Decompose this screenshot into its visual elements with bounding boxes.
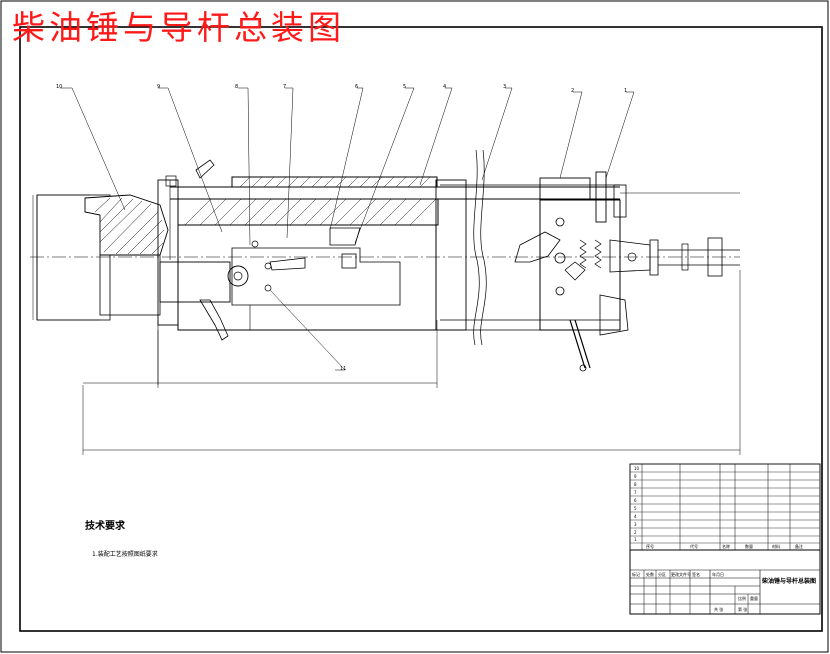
leader-lines (60, 87, 635, 371)
parts-list-header: 序号 代号 名称 数量 材料 备注 (646, 543, 803, 549)
callout-6: 6 (355, 84, 358, 90)
footer-sheet-no: 第 张 (738, 606, 747, 612)
parts-row-6: 6 (634, 498, 637, 503)
footer-scale: 比例 (738, 595, 746, 601)
dimension-lines (32, 195, 741, 455)
parts-row-8: 8 (634, 482, 637, 487)
parts-row-9: 9 (634, 474, 637, 479)
parts-list-row-numbers: 10 9 8 7 6 5 4 3 2 1 (634, 466, 640, 542)
parts-row-4: 4 (634, 514, 637, 519)
sign-count: 处数 (646, 571, 654, 577)
ram-body (36, 179, 179, 385)
callout-8: 8 (235, 84, 238, 90)
parts-row-3: 3 (634, 522, 637, 527)
header-qty: 数量 (745, 543, 753, 549)
break-lines (440, 149, 620, 346)
title-block-sign-row: 标记 处数 分区 更改文件号 签名 年月日 (632, 571, 724, 577)
callout-3: 3 (503, 84, 506, 90)
parts-row-5: 5 (634, 506, 637, 511)
header-remark: 备注 (795, 543, 803, 549)
header-seq: 序号 (646, 543, 654, 549)
parts-row-7: 7 (634, 490, 637, 495)
sign-doc: 更改文件号 (671, 571, 691, 577)
header-name: 名称 (722, 543, 730, 549)
parts-row-1: 1 (634, 537, 637, 542)
title-block-footer: 共 张 第 张 比例 重量 (714, 595, 758, 612)
callout-11: 11 (340, 366, 346, 372)
sign-zone: 分区 (658, 571, 666, 577)
title-block-drawing-name: 柴油锤与导杆总装图 (761, 577, 816, 585)
header-code: 代号 (690, 543, 698, 549)
technical-requirements-note: 1.装配工艺按照图纸要求 (92, 551, 158, 558)
title-block (629, 463, 821, 615)
trip-head (514, 171, 740, 372)
cylinder-assembly (159, 159, 740, 341)
callout-5: 5 (403, 84, 406, 90)
footer-total-sheets: 共 张 (714, 606, 723, 612)
parts-row-10: 10 (634, 466, 640, 471)
footer-weight: 重量 (750, 595, 758, 601)
callout-numbers: 10 9 8 7 6 5 4 3 2 1 11 (56, 84, 627, 372)
sign-signature: 签名 (692, 571, 700, 577)
sign-date: 年月日 (712, 571, 724, 577)
sign-mark: 标记 (632, 571, 640, 577)
callout-7: 7 (283, 84, 286, 90)
sheet-border-inner (19, 26, 823, 632)
callout-1: 1 (624, 88, 627, 94)
drawing-title: 柴油锤与导杆总装图 (12, 8, 345, 47)
callout-4: 4 (443, 84, 446, 90)
callout-10: 10 (56, 84, 62, 90)
header-material: 材料 (772, 543, 780, 549)
parts-row-2: 2 (634, 530, 637, 535)
callout-2: 2 (571, 88, 574, 94)
technical-requirements-heading: 技术要求 (85, 521, 125, 532)
callout-9: 9 (157, 84, 160, 90)
